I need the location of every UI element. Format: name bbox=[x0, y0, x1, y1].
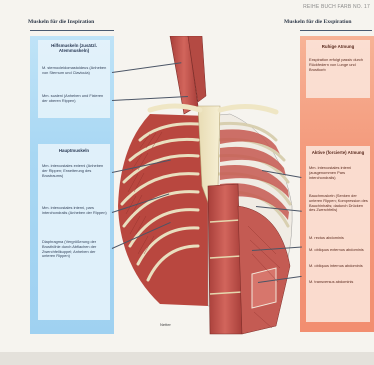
rectus-abdominis bbox=[208, 184, 242, 334]
clavicle-right bbox=[220, 106, 276, 112]
artist-signature: Netter bbox=[160, 322, 171, 327]
internal-oblique-window bbox=[252, 268, 276, 308]
expiration-bracket bbox=[300, 30, 372, 31]
clavicle-left bbox=[150, 106, 200, 110]
corner-note: REIHE BUCH FARB NO. 17 bbox=[303, 4, 370, 10]
page-bottom-margin bbox=[0, 352, 374, 365]
expiration-title: Muskeln für die Exspiration bbox=[284, 19, 352, 25]
thorax-illustration bbox=[80, 36, 320, 336]
inspiration-title: Muskeln für die Inspiration bbox=[28, 19, 94, 25]
inspiration-bracket bbox=[30, 30, 114, 31]
